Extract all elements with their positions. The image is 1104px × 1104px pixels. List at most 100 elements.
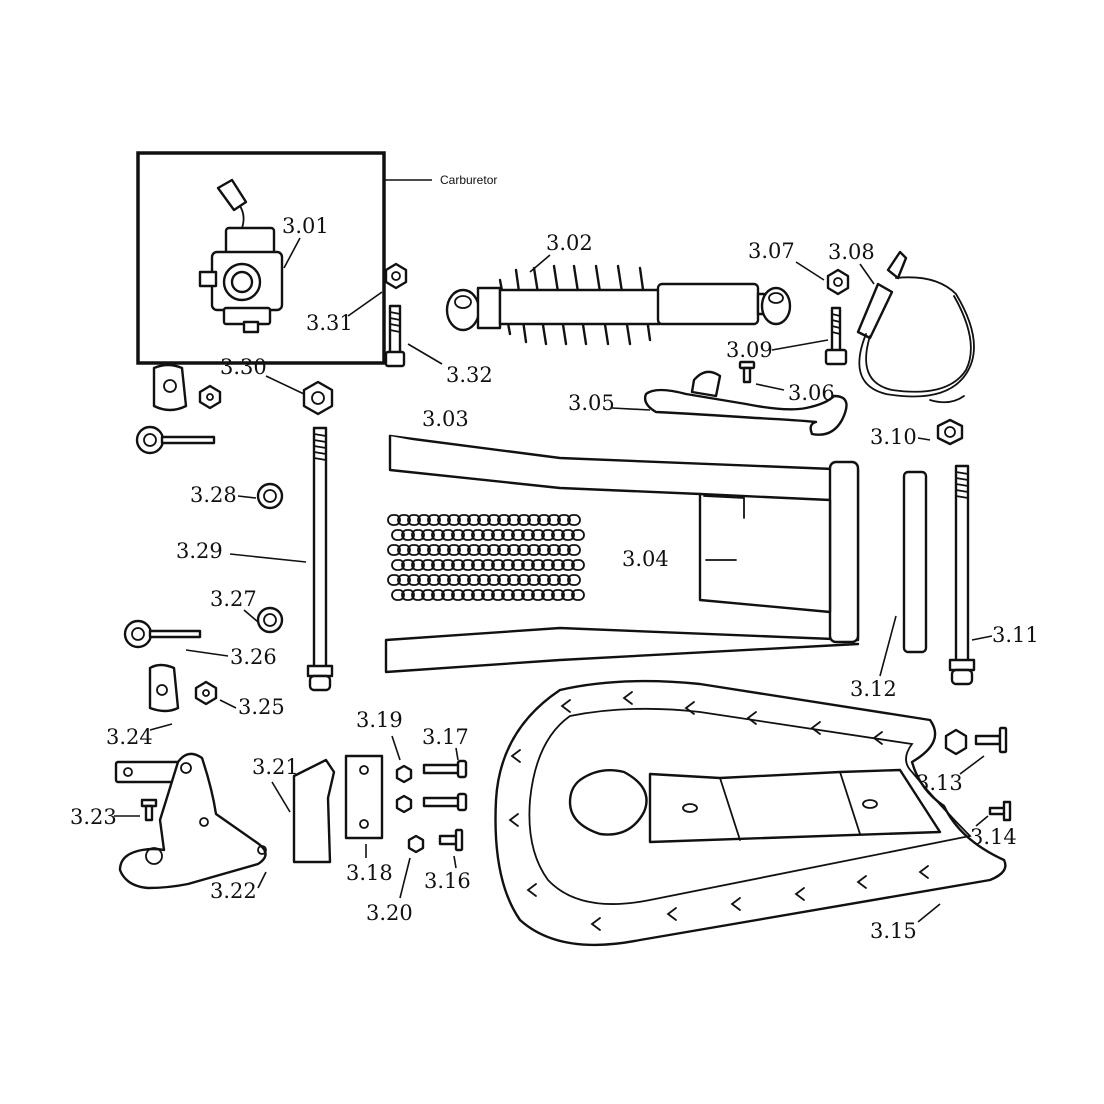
chain-link [511, 559, 525, 571]
chain-link [507, 514, 521, 526]
part-rod-3-29 [306, 426, 334, 692]
chain-link [527, 514, 541, 526]
chain-link [411, 529, 425, 541]
chain-link [551, 589, 565, 601]
chain-link [547, 574, 561, 586]
chain-link [427, 574, 441, 586]
chain-link [437, 514, 451, 526]
part-carburetor [198, 178, 284, 334]
chain-link [461, 559, 475, 571]
chain-link [527, 574, 541, 586]
part-nut-3-20 [407, 834, 425, 854]
chain-link [471, 589, 485, 601]
callout-3-04: 3.04 [622, 547, 669, 571]
chain-link [521, 589, 535, 601]
chain-link [397, 574, 411, 586]
chain-link [467, 544, 481, 556]
callout-3-30: 3.30 [220, 355, 267, 379]
chain-link [431, 529, 445, 541]
part-shock-absorber [445, 264, 792, 346]
chain-link [411, 589, 425, 601]
chain-link [417, 544, 431, 556]
callout-3-06: 3.06 [788, 381, 835, 405]
chain-link [487, 574, 501, 586]
chain-link [447, 544, 461, 556]
chain-link [501, 589, 515, 601]
chain-link [481, 559, 495, 571]
chain-link [397, 544, 411, 556]
chain-link [401, 559, 415, 571]
callout-3-25: 3.25 [238, 695, 285, 719]
callout-3-08: 3.08 [828, 240, 875, 264]
chain-link [461, 529, 475, 541]
carburetor-inset: Carburetor [136, 151, 497, 365]
chain-link [567, 544, 581, 556]
vent-chevron [746, 711, 757, 725]
chain-link [521, 559, 535, 571]
chain-link [407, 514, 421, 526]
chain-link [511, 529, 525, 541]
vent-chevron [730, 897, 741, 911]
part-bracket-3-21 [292, 758, 336, 864]
callout-3-17: 3.17 [422, 725, 469, 749]
chain-link [497, 514, 511, 526]
part-drive-chain [387, 514, 585, 601]
callout-3-24: 3.24 [106, 725, 153, 749]
chain-link [547, 544, 561, 556]
chain-link [407, 574, 421, 586]
part-washer-3-28 [256, 482, 284, 510]
chain-link [507, 574, 521, 586]
chain-link [481, 589, 495, 601]
chain-link [391, 559, 405, 571]
callout-3-12: 3.12 [850, 677, 897, 701]
chain-link [491, 529, 505, 541]
chain-link [467, 514, 481, 526]
chain-link [451, 589, 465, 601]
chain-link [551, 529, 565, 541]
part-eye-bolt-3-30 [135, 425, 216, 455]
chain-link [401, 529, 415, 541]
callout-3-05: 3.05 [568, 391, 615, 415]
chain-link [477, 514, 491, 526]
chain-link [457, 544, 471, 556]
part-brake-pedal-bracket [114, 752, 267, 890]
vent-chevron [666, 907, 677, 921]
chain-link [431, 589, 445, 601]
chain-link [517, 574, 531, 586]
vent-chevron [526, 883, 537, 897]
chain-link [447, 574, 461, 586]
chain-link [501, 529, 515, 541]
chain-link [467, 574, 481, 586]
chain-link [517, 544, 531, 556]
callout-3-31: 3.31 [306, 311, 353, 335]
vent-chevron [508, 813, 519, 827]
chain-link [561, 589, 575, 601]
callout-3-07: 3.07 [748, 239, 795, 263]
part-bolt-3-23 [140, 798, 158, 822]
chain-link [541, 589, 555, 601]
chain-link [567, 574, 581, 586]
carburetor-caption: Carburetor [440, 173, 497, 187]
chain-link [477, 544, 491, 556]
vent-chevron [560, 699, 571, 713]
part-chain-guard [494, 679, 1007, 947]
chain-link [457, 574, 471, 586]
part-nut-3-07 [826, 268, 850, 296]
vent-chevron [510, 749, 521, 763]
vent-chevron [622, 691, 633, 705]
chain-link [531, 529, 545, 541]
chain-link [397, 514, 411, 526]
callout-3-21: 3.21 [252, 755, 299, 779]
chain-link [391, 589, 405, 601]
chain-link [571, 559, 585, 571]
callout-3-10: 3.10 [870, 425, 917, 449]
chain-link [471, 529, 485, 541]
part-washer-3-27 [256, 606, 284, 634]
chain-link [487, 514, 501, 526]
part-axle-bolt-3-11 [948, 464, 976, 686]
vent-chevron [918, 865, 929, 879]
part-plate-3-18 [344, 754, 384, 840]
chain-link [387, 544, 401, 556]
chain-link [561, 559, 575, 571]
